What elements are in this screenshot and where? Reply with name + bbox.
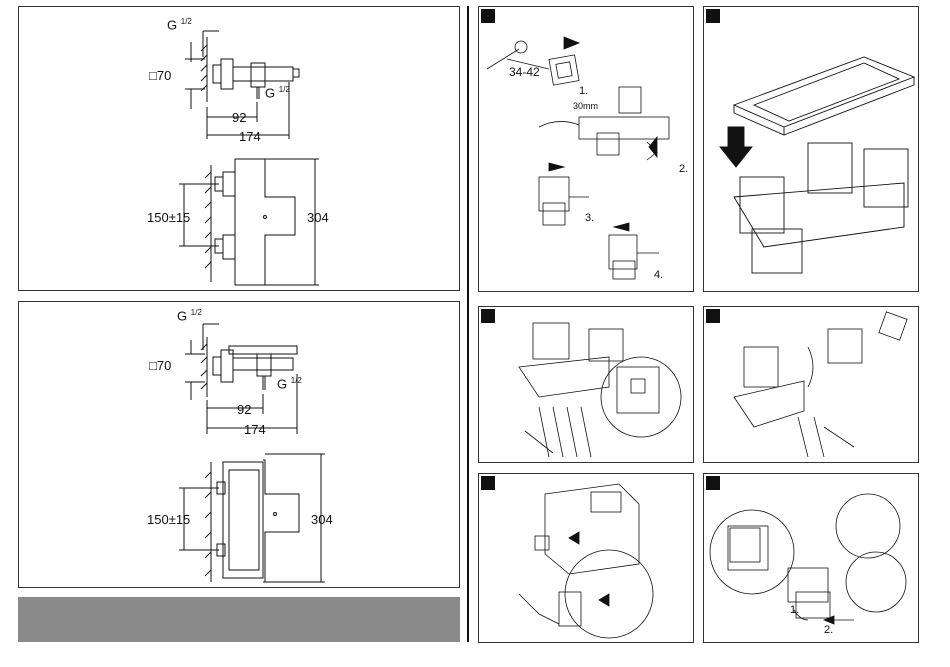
thread-label-bottom-2: G 1/2 xyxy=(277,376,302,391)
dim-spacing-label: 150±15 xyxy=(147,210,190,225)
faucet-dimension-drawing-1 xyxy=(19,7,461,292)
cartridge-illustration xyxy=(479,474,695,644)
lever-illustration xyxy=(704,474,920,644)
lever-step-2-label: 2. xyxy=(824,624,833,636)
wrench-range-label: 34-42 xyxy=(509,65,540,79)
dim-92-label-2: 92 xyxy=(237,402,251,417)
dim-height-label-2: 304 xyxy=(311,512,333,527)
dimension-diagram-top: G 1/2 □70 G 1/2 92 174 150±15 304 xyxy=(18,6,460,291)
lever-operation-panel: 1. 2. xyxy=(703,473,919,643)
cover-illustration xyxy=(704,7,920,293)
dimension-diagram-bottom: G 1/2 □70 G 1/2 92 174 150±15 304 xyxy=(18,301,460,588)
lever-step-1-label: 1. xyxy=(790,604,799,616)
install-steps-panel: 34-42 30mm 1. 2. 3. 4. xyxy=(478,6,694,292)
step-2-label: 2. xyxy=(679,163,688,175)
handle-illustration xyxy=(704,307,920,464)
dim-174-label-2: 174 xyxy=(244,422,266,437)
thread-label-top-2: G 1/2 xyxy=(177,308,202,323)
flow-illustration xyxy=(479,307,695,464)
step-1-label: 1. xyxy=(579,85,588,97)
step-3-label: 3. xyxy=(585,212,594,224)
mm-label: 30mm xyxy=(573,101,598,111)
dim-174-label: 174 xyxy=(239,129,261,144)
step-4-label: 4. xyxy=(654,269,663,281)
faucet-dimension-drawing-2 xyxy=(19,302,461,589)
flow-panel xyxy=(478,306,694,463)
square-size-label-2: □70 xyxy=(149,358,171,373)
square-size-label: □70 xyxy=(149,68,171,83)
page-divider xyxy=(467,6,469,642)
thread-label-bottom: G 1/2 xyxy=(265,85,290,100)
cover-placement-panel xyxy=(703,6,919,292)
dim-spacing-label-2: 150±15 xyxy=(147,512,190,527)
thread-label-top: G 1/2 xyxy=(167,17,192,32)
cartridge-panel xyxy=(478,473,694,643)
install-illustration xyxy=(479,7,695,293)
dim-height-label: 304 xyxy=(307,210,329,225)
dim-92-label: 92 xyxy=(232,110,246,125)
handle-removal-panel xyxy=(703,306,919,463)
gray-footer-bar xyxy=(18,597,460,642)
